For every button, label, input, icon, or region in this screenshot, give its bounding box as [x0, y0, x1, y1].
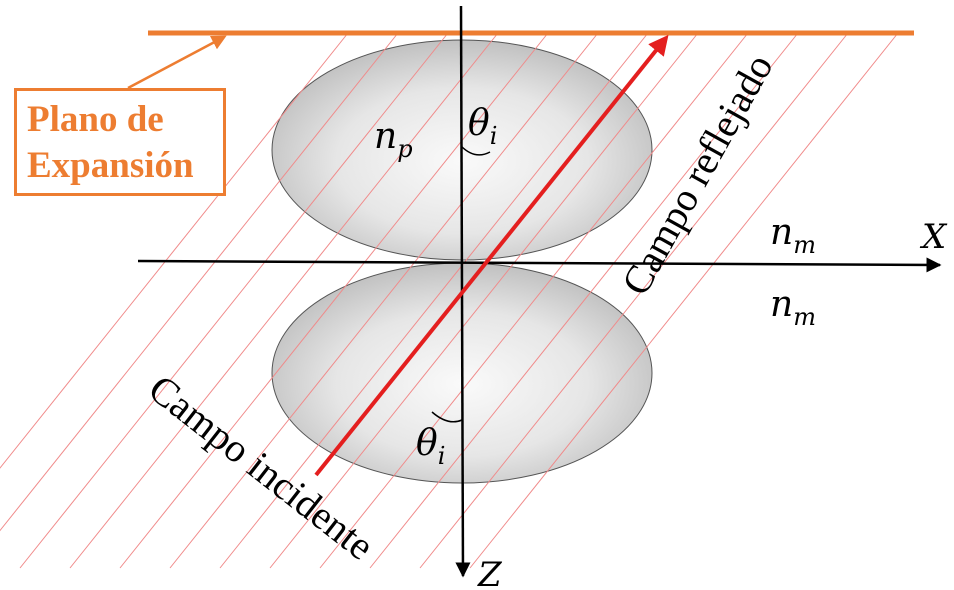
particle-index-label: np — [374, 116, 413, 163]
hatch-line — [319, 32, 749, 569]
medium-index-label-bottom: nm — [770, 284, 816, 331]
hatch-line — [269, 32, 699, 569]
hatch-line — [19, 32, 449, 569]
hatch-line — [0, 32, 349, 469]
angle-label-top: θi — [468, 103, 497, 150]
hatch-line — [469, 32, 899, 569]
hatch-line — [69, 32, 499, 569]
expansion-plane-label-box: Plano de Expansión — [14, 88, 226, 196]
z-axis-label: Z — [477, 555, 503, 590]
hatch-line — [419, 32, 849, 569]
angle-arc-bottom — [431, 411, 463, 423]
x-axis-label: X — [919, 217, 948, 257]
hatch-line — [119, 32, 549, 569]
hatch-lines — [0, 32, 899, 569]
angle-label-bottom: θi — [416, 423, 445, 470]
angle-arc-top — [460, 145, 491, 156]
medium-index-label-top: nm — [770, 212, 816, 259]
hatch-line — [0, 32, 399, 532]
ray-line — [314, 34, 669, 477]
expansion-label-line1: Plano de — [27, 99, 164, 140]
expansion-label-line2: Expansión — [27, 145, 194, 186]
hatch-line — [219, 32, 649, 569]
hatch-line — [369, 32, 799, 569]
x-axis — [137, 257, 942, 273]
expansion-pointer-arrow — [127, 35, 227, 90]
hatch-line — [169, 32, 599, 569]
